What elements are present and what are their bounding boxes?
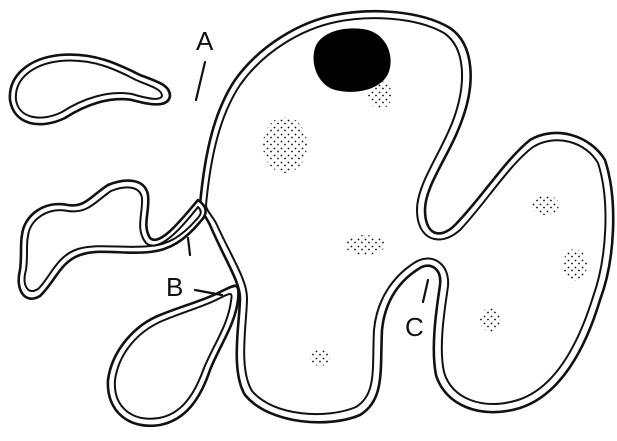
label-a: A (196, 26, 214, 56)
label-c: C (405, 312, 424, 342)
label-a-leader (196, 62, 205, 100)
fragment-bottom-left (108, 286, 239, 426)
label-b-leader-upper (188, 238, 190, 255)
vacuole-spot (310, 350, 330, 366)
vacuole-spot (263, 117, 307, 173)
vacuole-spot (563, 249, 587, 281)
label-c-leader (423, 280, 428, 302)
label-b: B (166, 272, 183, 302)
fragment-top-left (10, 55, 170, 125)
nucleus (314, 28, 391, 91)
main-cell (200, 11, 613, 422)
vacuole-spot (531, 195, 559, 215)
vacuole-spot (480, 308, 500, 332)
vacuole-spot (345, 235, 385, 255)
